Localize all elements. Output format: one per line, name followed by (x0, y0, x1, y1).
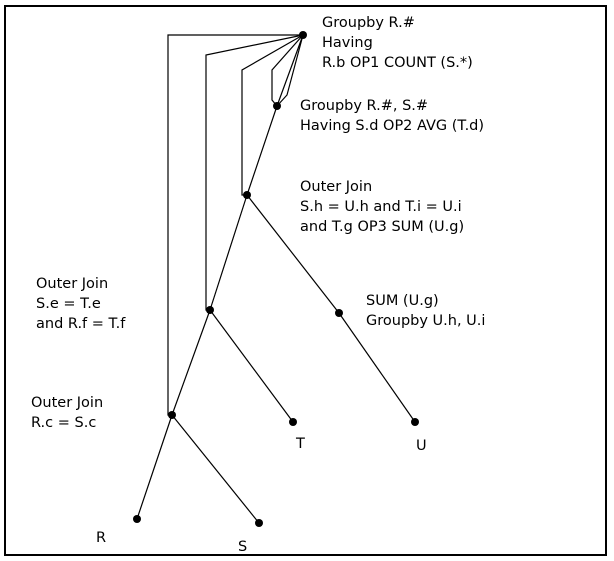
diagram-frame (4, 5, 607, 556)
edge-joinstu-innergroupby (246, 105, 278, 196)
node-join-rs-dot (168, 411, 176, 419)
leaf-r-label: R (96, 530, 106, 546)
edge-r-joinrs (136, 414, 173, 520)
node-u-dot (411, 418, 419, 426)
edge-joinrst-t (209, 309, 294, 423)
tree-nodes (133, 31, 419, 527)
top-groupby-line-2: Having (322, 35, 373, 51)
node-join-stu-dot (243, 191, 251, 199)
edge-joinrs-joinrst (171, 309, 211, 416)
node-join-rst-dot (206, 306, 214, 314)
join-rst-line-2: S.e = T.e (36, 296, 101, 312)
leaf-s-label: S (238, 539, 247, 555)
edge-joinrs-s (171, 414, 260, 524)
node-r-dot (133, 515, 141, 523)
node-labels: Groupby R.# Having R.b OP1 COUNT (S.*) G… (31, 15, 485, 555)
top-groupby-line-3: R.b OP1 COUNT (S.*) (322, 55, 473, 71)
edge-innergroupby-top (276, 34, 304, 107)
leaf-t-label: T (295, 436, 305, 452)
edge-sumu-u (338, 312, 416, 423)
node-s-dot (255, 519, 263, 527)
edge-joinrst-joinstu (209, 194, 248, 311)
join-stu-line-2: S.h = U.h and T.i = U.i (300, 199, 462, 215)
join-rs-line-1: Outer Join (31, 395, 103, 411)
top-groupby-line-1: Groupby R.# (322, 15, 415, 31)
node-inner-groupby-dot (273, 102, 281, 110)
tree-edges (136, 34, 416, 524)
join-rs-line-2: R.c = S.c (31, 415, 96, 431)
node-t-dot (289, 418, 297, 426)
edge-joinstu-sumu (246, 194, 340, 314)
join-stu-line-1: Outer Join (300, 179, 372, 195)
leaf-u-label: U (416, 438, 427, 454)
edge-top-to-innergroupby-bracket-b (276, 34, 304, 107)
inner-groupby-line-2: Having S.d OP2 AVG (T.d) (300, 118, 484, 134)
node-sum-u-dot (335, 309, 343, 317)
sum-u-line-1: SUM (U.g) (366, 293, 439, 309)
sum-u-line-2: Groupby U.h, U.i (366, 313, 485, 329)
node-top-groupby-dot (299, 31, 307, 39)
join-rst-line-3: and R.f = T.f (36, 316, 126, 332)
join-rst-line-1: Outer Join (36, 276, 108, 292)
inner-groupby-line-1: Groupby R.#, S.# (300, 98, 428, 114)
join-stu-line-3: and T.g OP3 SUM (U.g) (300, 219, 464, 235)
